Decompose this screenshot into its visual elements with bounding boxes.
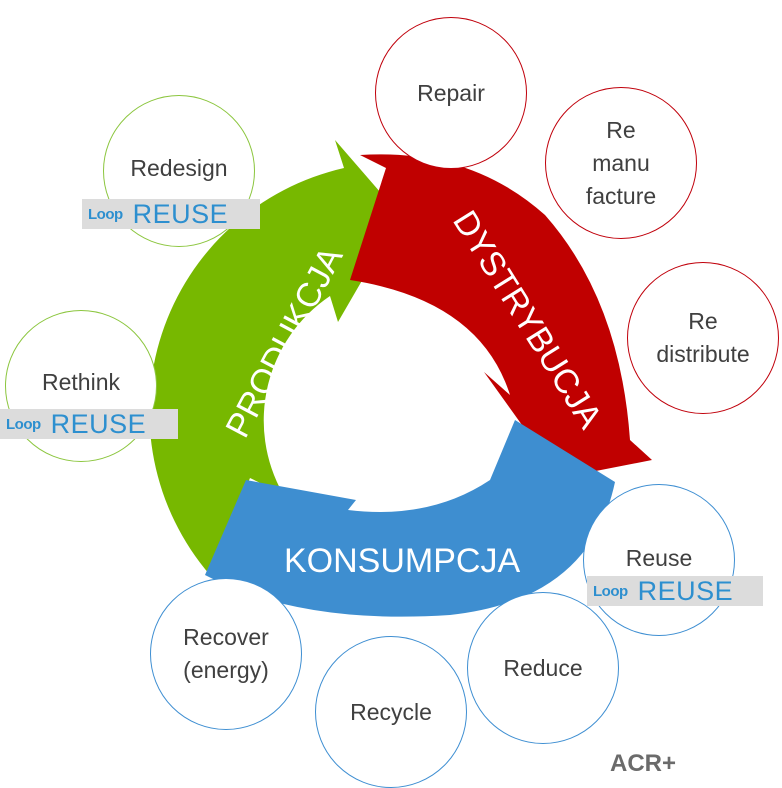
recycle-bubble: Recycle <box>315 636 467 788</box>
reuse-badge-text: REUSE <box>50 408 147 439</box>
consumption-arrow <box>205 420 615 617</box>
loop-reuse-badge: Loop REUSE <box>0 409 178 439</box>
reduce-bubble: Reduce <box>467 592 619 744</box>
repair-bubble: Repair <box>375 17 527 169</box>
loop-reuse-badge: Loop REUSE <box>587 576 763 606</box>
recover-energy-bubble: Recover (energy) <box>150 578 302 730</box>
remanufacture-label: Re manu facture <box>585 116 657 209</box>
loop-logo-icon: Loop <box>593 582 628 600</box>
loop-reuse-badge: Loop REUSE <box>82 199 260 229</box>
redesign-label: Redesign <box>130 154 228 181</box>
repair-label: Repair <box>417 79 485 106</box>
acr-plus-credit: ACR+ <box>610 750 677 777</box>
loop-logo-icon: Loop <box>6 415 41 433</box>
stage-consumption-label: KONSUMPCJA <box>284 542 520 580</box>
remanufacture-bubble: Re manu facture <box>545 87 697 239</box>
redistribute-label: Re distribute <box>656 308 750 367</box>
reduce-label: Reduce <box>503 654 583 681</box>
reuse-badge-text: REUSE <box>637 575 734 606</box>
recycle-label: Recycle <box>350 698 432 725</box>
recover-energy-label: Recover (energy) <box>183 624 269 683</box>
redistribute-bubble: Re distribute <box>627 262 779 414</box>
distribution-arrow <box>350 154 652 479</box>
production-arrow <box>149 140 400 575</box>
reuse-bubble: Reuse <box>583 484 735 636</box>
loop-logo-icon: Loop <box>88 205 123 223</box>
reuse-badge-text: REUSE <box>132 198 229 229</box>
rethink-label: Rethink <box>42 368 120 395</box>
reuse-label: Reuse <box>625 544 693 571</box>
